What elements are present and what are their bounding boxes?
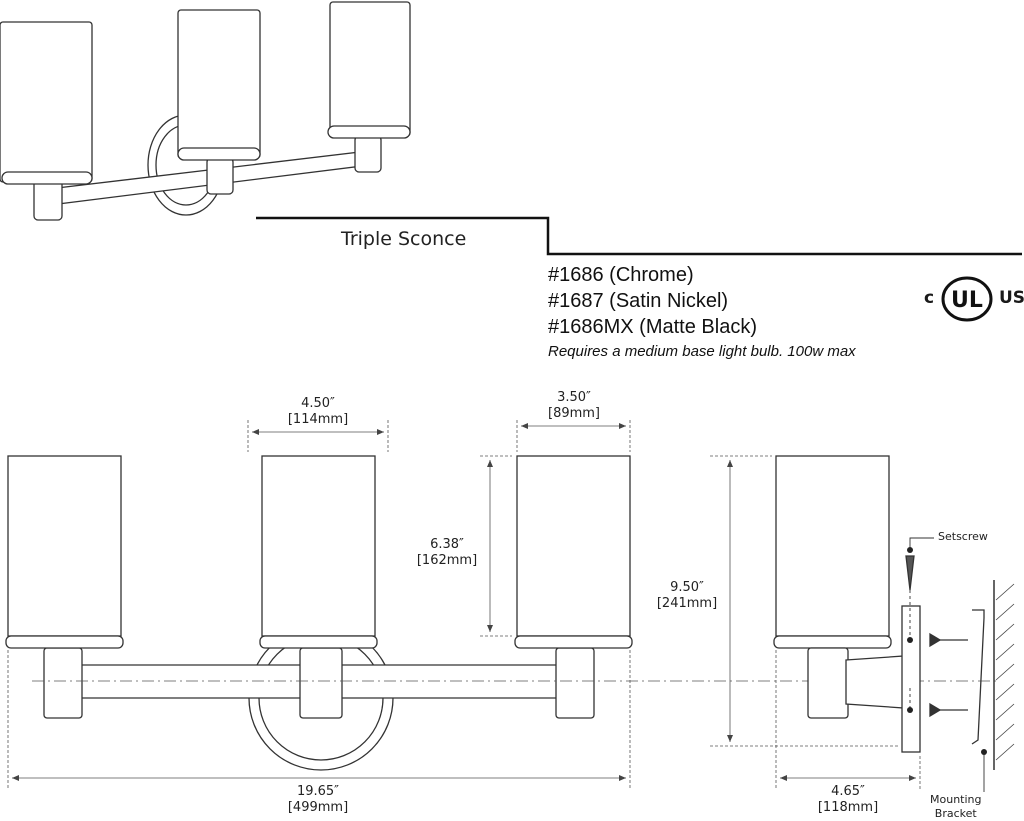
title-rule	[256, 216, 1022, 256]
product-sku-satin-nickel: #1687 (Satin Nickel)	[548, 290, 729, 312]
dim-total-width: 19.65″[499mm]	[287, 784, 349, 815]
dim-shade-height: 6.38″[162mm]	[416, 537, 478, 568]
dim-projection: 4.65″[118mm]	[817, 784, 879, 815]
perspective-shade-right	[329, 1, 411, 137]
product-sku-chrome: #1686 (Chrome)	[548, 264, 694, 286]
perspective-shade-center	[177, 9, 261, 159]
perspective-shade-left	[0, 21, 93, 183]
dim-shade-spacing: 3.50″[89mm]	[547, 390, 601, 421]
front-shade-left	[7, 455, 122, 637]
mounting-bracket	[971, 609, 985, 745]
ul-c-label: c	[924, 288, 935, 308]
product-sku-matte-black: #1686MX (Matte Black)	[548, 316, 757, 338]
front-shade-center	[261, 455, 376, 637]
side-view	[773, 455, 995, 770]
perspective-view	[0, 1, 411, 221]
ul-listed-mark: c UL US	[924, 270, 1024, 330]
dim-shade-width: 4.50″[114mm]	[287, 396, 349, 427]
ul-logo-icon: UL	[941, 276, 993, 322]
dimension-lines	[7, 420, 921, 790]
product-title: Triple Sconce	[341, 228, 467, 250]
callout-setscrew: Setscrew	[938, 530, 988, 543]
ul-us-label: US	[999, 288, 1024, 308]
front-view	[5, 455, 633, 771]
side-shade	[775, 455, 890, 637]
dim-total-height: 9.50″[241mm]	[656, 580, 718, 611]
side-wall-plate	[901, 605, 921, 753]
ul-logo-text: UL	[951, 288, 983, 313]
front-shade-right	[516, 455, 631, 637]
bulb-requirement-note: Requires a medium base light bulb. 100w …	[548, 343, 856, 360]
